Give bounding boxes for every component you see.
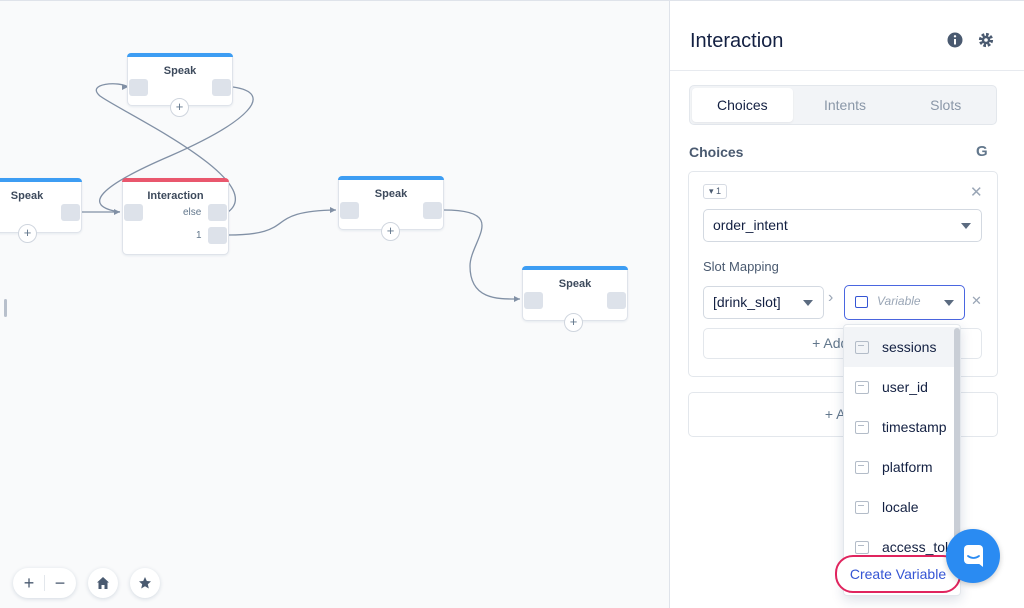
speak-node-bar (338, 176, 444, 180)
variable-icon (855, 460, 869, 474)
chevron-down-icon (803, 300, 813, 306)
variable-icon (855, 340, 869, 354)
node-title: Speak (374, 188, 408, 200)
zoom-in-button[interactable]: + (23, 572, 35, 593)
variable-select[interactable]: Variable (844, 285, 965, 320)
variable-icon (855, 296, 868, 308)
node-title: Speak (558, 278, 592, 290)
chat-launcher-button[interactable] (946, 529, 1000, 583)
dropdown-scrollbar[interactable] (954, 328, 960, 578)
tab-bar: Choices Intents Slots (689, 85, 997, 125)
else-port-label: else (183, 207, 202, 218)
zoom-controls: + − (13, 568, 76, 598)
create-variable-button[interactable]: Create Variable (835, 555, 961, 593)
wire-speak-mid-to-speak-right (443, 209, 521, 300)
home-icon (97, 577, 109, 589)
add-step-button[interactable]: + (170, 98, 189, 117)
tab-intents[interactable]: Intents (823, 97, 867, 113)
input-port[interactable] (129, 79, 148, 96)
variable-option-label: access_tok (882, 539, 953, 555)
input-port[interactable] (340, 202, 359, 219)
variable-option[interactable]: locale (844, 487, 960, 527)
speak-node-middle[interactable]: Speak (338, 176, 444, 230)
variable-option[interactable]: sessions (844, 327, 960, 367)
chat-icon (964, 545, 983, 567)
remove-mapping-icon[interactable]: ✕ (971, 293, 982, 308)
variable-option[interactable]: platform (844, 447, 960, 487)
add-step-button[interactable]: + (18, 224, 37, 243)
tab-choices[interactable]: Choices (692, 88, 793, 122)
speak-node-left[interactable]: Speak (0, 178, 82, 233)
interaction-node-bar (122, 178, 229, 182)
intent-select-value: order_intent (713, 217, 788, 233)
variable-placeholder: Variable (877, 294, 921, 308)
speak-node-bar (0, 178, 82, 182)
divider (44, 575, 45, 591)
variable-icon (855, 420, 869, 434)
info-icon[interactable] (946, 31, 964, 49)
node-title: Speak (163, 65, 197, 77)
slot-select[interactable]: [drink_slot] (703, 286, 824, 319)
output-port[interactable] (61, 204, 80, 221)
chevron-down-icon (944, 300, 954, 306)
speak-node-bar (522, 266, 628, 270)
variable-option[interactable]: access_tok (844, 527, 960, 567)
close-icon[interactable]: ✕ (970, 184, 983, 201)
input-port[interactable] (524, 292, 543, 309)
interaction-node[interactable]: Interaction else 1 (122, 178, 229, 255)
slot-select-value: [drink_slot] (713, 294, 781, 310)
variable-icon (855, 540, 869, 554)
wire-speak-top-to-interaction (99, 86, 254, 213)
gear-icon[interactable] (977, 31, 995, 49)
slot-mapping-label: Slot Mapping (703, 259, 779, 274)
collapse-handle[interactable] (4, 299, 7, 317)
variable-option-label: user_id (882, 379, 928, 395)
panel-title: Interaction (690, 30, 784, 52)
else-output-port[interactable] (208, 204, 227, 221)
variable-dropdown: sessions user_id timestamp platform loca… (843, 324, 961, 596)
star-icon (139, 577, 151, 589)
variable-option[interactable]: user_id (844, 367, 960, 407)
add-step-button[interactable]: + (381, 222, 400, 241)
output-port[interactable] (423, 202, 442, 219)
chevron-down-icon (961, 223, 971, 229)
connection-wires (82, 83, 521, 302)
flow-canvas[interactable]: Speak + Speak + Interaction else 1 Speak… (0, 0, 669, 608)
choice-port-label: 1 (196, 230, 202, 241)
variable-icon (855, 380, 869, 394)
variable-icon (855, 500, 869, 514)
intent-select[interactable]: order_intent (703, 209, 982, 242)
mapping-arrow-icon: › (828, 289, 834, 306)
speak-node-bar (127, 53, 233, 57)
choice-number-badge[interactable]: ▾ 1 (703, 184, 728, 199)
choices-section-label: Choices (689, 144, 744, 160)
zoom-out-button[interactable]: − (54, 572, 66, 593)
output-port[interactable] (607, 292, 626, 309)
variable-option-label: locale (882, 499, 919, 515)
variable-option-label: timestamp (882, 419, 947, 435)
node-title: Speak (10, 190, 44, 202)
input-port[interactable] (124, 204, 143, 221)
speak-node-right[interactable]: Speak (522, 266, 628, 321)
panel-header: Interaction (670, 1, 1024, 71)
node-title: Interaction (147, 190, 204, 202)
tab-slots[interactable]: Slots (930, 97, 962, 113)
wire-interaction-else-to-speak-top (95, 83, 237, 213)
google-icon[interactable]: G (976, 143, 988, 160)
output-port[interactable] (212, 79, 231, 96)
variable-option[interactable]: timestamp (844, 407, 960, 447)
add-step-button[interactable]: + (564, 313, 583, 332)
variable-option-label: platform (882, 459, 933, 475)
home-button[interactable] (88, 568, 118, 598)
choice-output-port[interactable] (208, 227, 227, 244)
variable-option-label: sessions (882, 339, 937, 355)
wire-interaction-1-to-speak-mid (227, 209, 337, 236)
favorite-button[interactable] (130, 568, 160, 598)
